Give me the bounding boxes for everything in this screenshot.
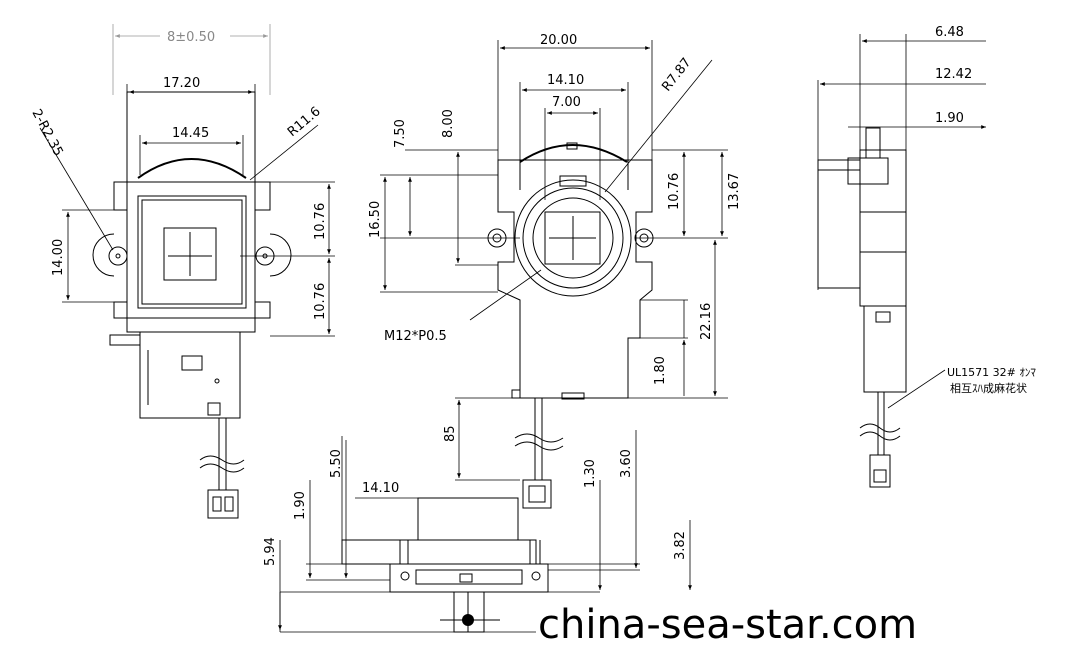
side-view: 6.48 12.42 1.90 UL1571 32# ｵﾝﾏ 相互ｽﾊ成麻花状 xyxy=(817,25,1036,488)
dim-bottom-3-60: 3.60 xyxy=(619,449,634,478)
dim-width-inner: 7.00 xyxy=(552,95,581,110)
dim-lens-width: 14.45 xyxy=(172,126,209,141)
dim-bottom-14-10: 14.10 xyxy=(362,481,399,496)
dim-height-left: 14.00 xyxy=(51,239,66,276)
dim-h-1-80: 1.80 xyxy=(653,356,668,385)
dim-bottom-1-90: 1.90 xyxy=(293,491,308,520)
dim-width-mid: 14.10 xyxy=(547,73,584,88)
dim-h-22-16: 22.16 xyxy=(699,303,714,340)
dim-half-lower: 10.76 xyxy=(313,283,328,320)
dim-top-width: 17.20 xyxy=(163,76,200,91)
dim-side-6-48: 6.48 xyxy=(935,25,964,40)
dim-side-12-42: 12.42 xyxy=(935,67,972,82)
dim-wire-length: 85 xyxy=(443,425,458,442)
cable-twist-note: 相互ｽﾊ成麻花状 xyxy=(950,381,1027,395)
dim-bottom-1-30: 1.30 xyxy=(583,459,598,488)
dim-thread: M12*P0.5 xyxy=(384,329,447,344)
dim-bottom-3-82: 3.82 xyxy=(673,531,688,560)
dim-h-13-67: 13.67 xyxy=(727,173,742,210)
dim-bottom-5-94: 5.94 xyxy=(263,537,278,566)
dim-bottom-5-50: 5.50 xyxy=(329,449,344,478)
dim-width-total: 20.00 xyxy=(540,33,577,48)
dim-h-16-50: 16.50 xyxy=(368,201,383,238)
dim-h-10-76: 10.76 xyxy=(667,173,682,210)
dim-hole-radius: 2-R2.35 xyxy=(28,107,65,159)
center-view: 20.00 14.10 7.00 R7.87 xyxy=(368,33,742,509)
dim-h-8-00: 8.00 xyxy=(441,109,456,138)
dim-flange-tolerance: 8±0.50 xyxy=(167,30,215,45)
dim-radius-r11: R11.6 xyxy=(285,104,324,140)
dim-side-1-90: 1.90 xyxy=(935,111,964,126)
front-view: 8±0.50 17.20 14.45 R11.6 2-R2.35 xyxy=(28,24,335,519)
dim-h-7-50: 7.50 xyxy=(393,119,408,148)
bottom-view: 5.50 1.90 14.10 1.30 3.60 5.94 3.82 xyxy=(263,430,692,633)
watermark-text: china-sea-star.com xyxy=(538,602,917,648)
dim-half-upper: 10.76 xyxy=(313,203,328,240)
cable-spec: UL1571 32# ｵﾝﾏ xyxy=(947,366,1036,379)
